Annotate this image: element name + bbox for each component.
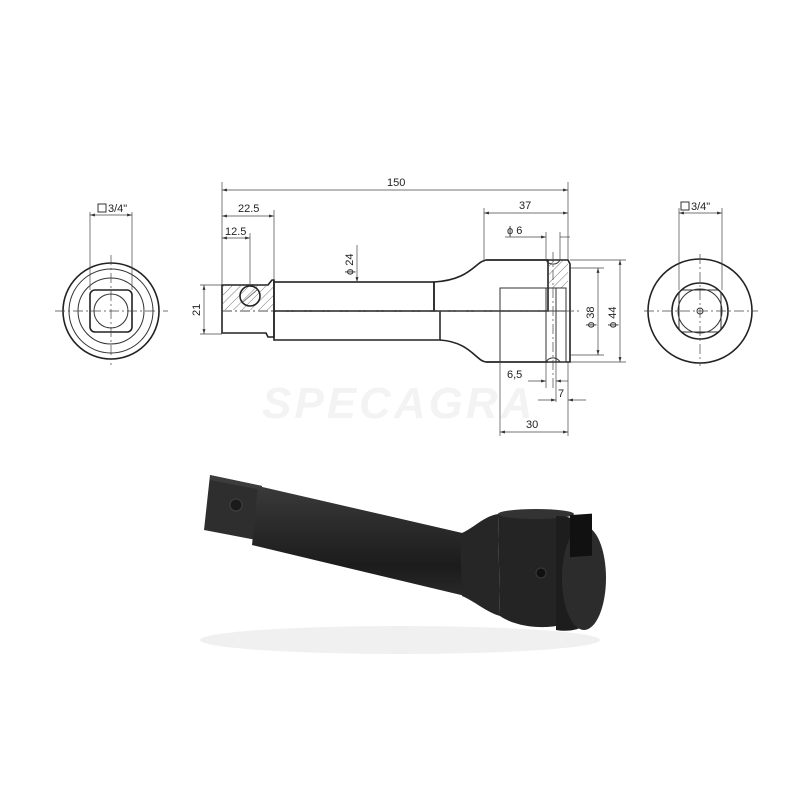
dim-groove-width: 7 (558, 388, 564, 400)
dim-square-drive-length: 22.5 (238, 203, 259, 215)
dim-bore-diameter: ϕ 38 (585, 307, 597, 328)
side-section-view: 150 22.5 12.5 21 ϕ 24 37 ϕ 6 ϕ 38 (191, 177, 626, 436)
dim-socket-length: 37 (519, 200, 531, 212)
right-end-view: 3/4" (644, 201, 758, 366)
dim-pin-hole-diameter: ϕ 6 (507, 225, 522, 237)
dim-ball-position: 12.5 (225, 226, 246, 238)
dim-shaft-diameter: ϕ 24 (344, 254, 356, 275)
square-symbol-icon (680, 201, 690, 211)
watermark: SPECAGRA (262, 379, 535, 428)
dim-outer-diameter: ϕ 44 (607, 307, 619, 328)
dim-overall-length: 150 (387, 177, 405, 189)
left-square-drive-label: 3/4" (108, 203, 127, 215)
right-square-drive-label: 3/4" (691, 201, 710, 213)
dim-bore-depth: 30 (526, 419, 538, 431)
left-end-view: 3/4" (55, 203, 168, 365)
dim-groove-offset: 6,5 (507, 369, 522, 381)
square-symbol-icon (97, 203, 107, 213)
dim-square-height: 21 (191, 304, 203, 316)
product-render (200, 475, 606, 654)
